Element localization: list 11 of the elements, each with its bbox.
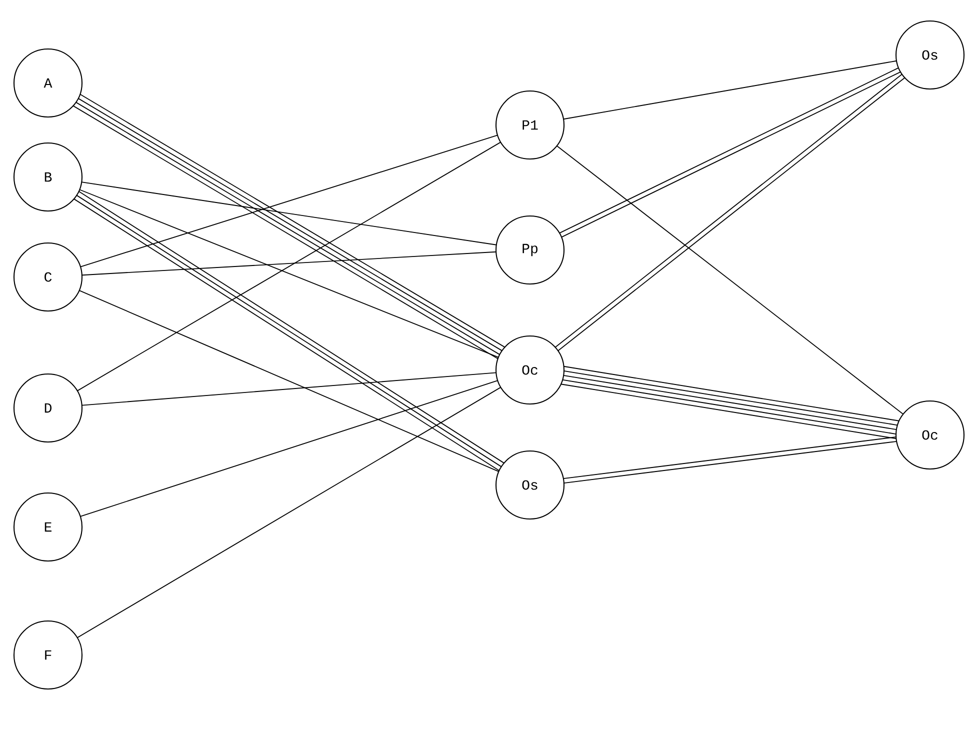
connector-line xyxy=(80,134,498,268)
connector-line xyxy=(76,142,502,392)
connector-line xyxy=(556,145,904,415)
connector-line xyxy=(81,251,497,276)
connector-line xyxy=(563,60,897,120)
connector-line xyxy=(80,380,498,517)
connector-line xyxy=(79,189,499,358)
connector-line xyxy=(81,182,497,246)
connector-line xyxy=(78,290,500,472)
connector-line xyxy=(76,386,502,638)
connector-line xyxy=(81,372,497,406)
